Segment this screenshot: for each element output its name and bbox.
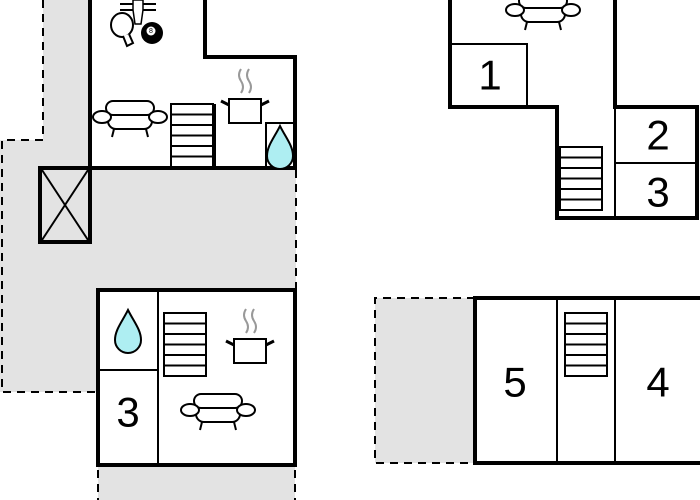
foosball-icon bbox=[120, 0, 156, 25]
cooking-pot-icon bbox=[224, 307, 276, 365]
stairs-icon bbox=[170, 103, 214, 168]
stairs-icon bbox=[564, 312, 608, 377]
building-top-right: 1 2 3 bbox=[448, 0, 699, 220]
stairs-icon bbox=[559, 146, 603, 211]
building-bottom-left: 3 bbox=[96, 288, 297, 467]
water-drop-icon bbox=[114, 309, 142, 354]
room-5-label: 5 bbox=[503, 359, 526, 406]
room-3-upper-label: 3 bbox=[646, 169, 669, 216]
table-tennis-icon bbox=[110, 12, 135, 48]
svg-text:8: 8 bbox=[149, 28, 153, 35]
room-1-label: 1 bbox=[478, 52, 501, 99]
building-bottom-right: 5 4 bbox=[473, 296, 700, 465]
sofa-icon bbox=[180, 393, 256, 431]
room-2-label: 2 bbox=[646, 112, 669, 159]
building-top-left: 8 bbox=[38, 0, 297, 244]
elevator-icon bbox=[38, 166, 92, 244]
room-3-lower-label: 3 bbox=[116, 389, 139, 436]
billiard-ball-icon: 8 bbox=[141, 22, 163, 44]
outdoor-area-left bbox=[0, 0, 297, 500]
outdoor-area-right bbox=[374, 297, 475, 464]
room-4-label: 4 bbox=[646, 359, 669, 406]
stairs-icon bbox=[163, 312, 207, 377]
